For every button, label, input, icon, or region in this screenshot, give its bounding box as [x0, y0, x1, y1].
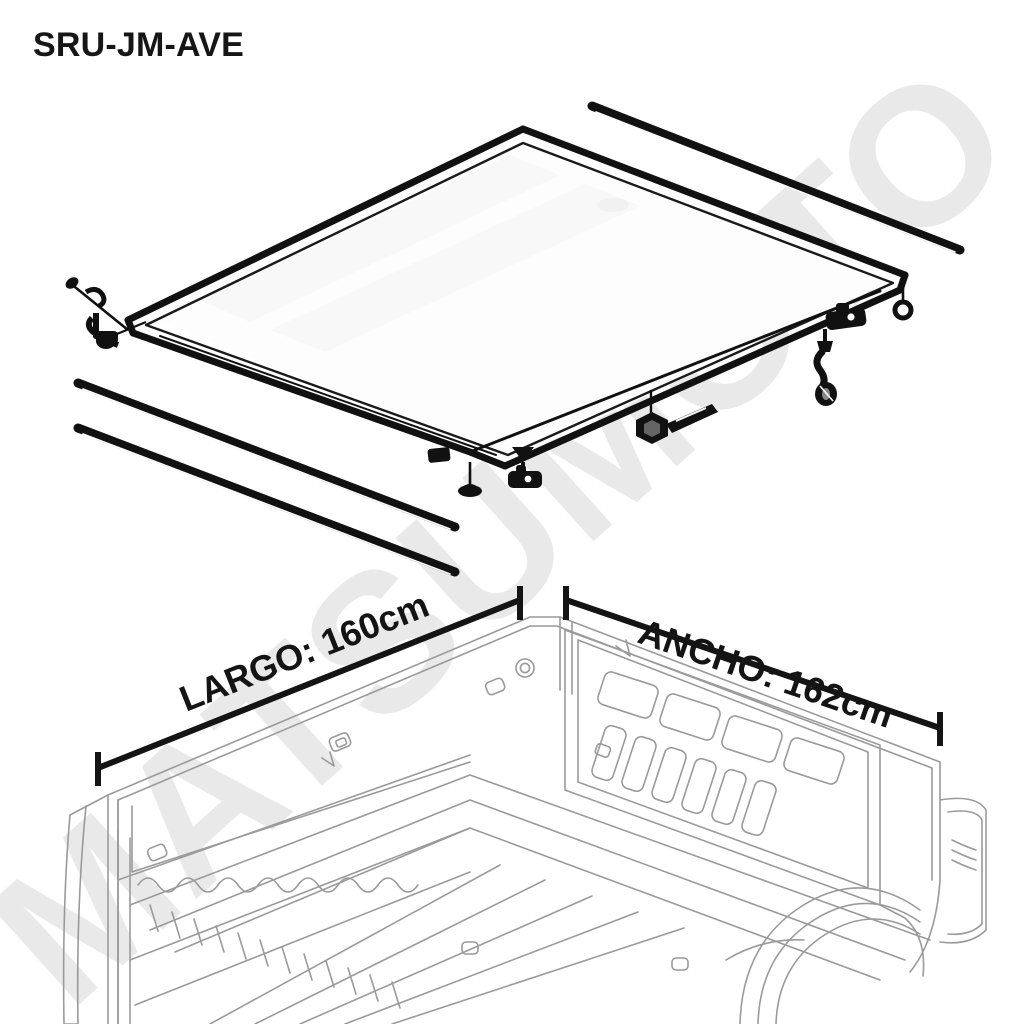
clamp-front-center [508, 447, 542, 488]
side-rail-upper-right [587, 101, 965, 255]
clamp-bracket-right [825, 303, 867, 331]
latch-hook-right [813, 329, 837, 406]
dimension-ancho-label: ANCHO: 162cm [633, 611, 898, 736]
page-title: SRU-JM-AVE [33, 26, 245, 64]
dimension-largo: LARGO: 160cm [95, 584, 523, 786]
side-rail-lower-left-2 [73, 423, 460, 577]
bolt-front-left [427, 447, 482, 497]
dimension-ancho: ANCHO: 162cm [563, 586, 943, 746]
side-rail-lower-left-1 [73, 378, 460, 532]
bolt-right [892, 283, 914, 321]
corner-clamp-front-left [96, 331, 118, 344]
perimeter-frame [124, 125, 909, 470]
wrench-tool [636, 390, 718, 444]
